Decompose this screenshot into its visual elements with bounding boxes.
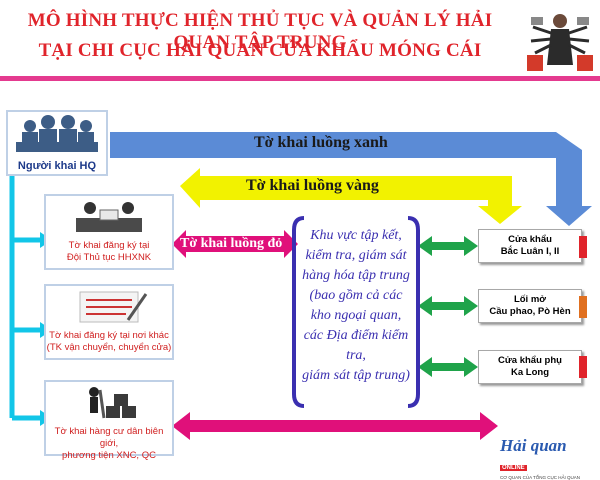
destination-bac-luan: Cửa khẩu Bắc Luân I, II [478, 229, 582, 263]
destination-double-arrows [418, 236, 478, 377]
center-line-5: kho ngoại quan, [310, 308, 402, 323]
source-box-border-residents: Tờ khai hàng cư dân biên giới, phương ti… [44, 380, 174, 461]
gate-icon-1 [579, 236, 587, 258]
gate-icon-3 [579, 356, 587, 378]
dest-3-line2: Ka Long [511, 367, 549, 378]
red-flow-label: Tờ khai luồng đỏ [180, 236, 283, 251]
bottom-magenta-arrow [172, 412, 498, 440]
checklist-pen-icon [79, 291, 148, 323]
source-label-3a: Tờ khai hàng cư dân biên giới, [54, 426, 164, 449]
green-flow-arrow [110, 132, 592, 226]
red-flow-arrow [172, 230, 298, 258]
dest-3-line1: Cửa khẩu phụ [498, 355, 562, 366]
dest-2-line2: Cầu phao, Pò Hèn [489, 306, 571, 317]
yellow-flow-arrow [180, 168, 522, 224]
center-line-4: (bao gồm cả các [309, 288, 403, 303]
title-line-1: MÔ HÌNH THỰC HIỆN THỦ TỤC VÀ QUẢN LÝ HẢI… [27, 10, 493, 53]
source-label-3b: phương tiện XNC, QC [62, 450, 156, 461]
hand-truck-boxes-icon [89, 387, 136, 419]
center-right-bracket [407, 216, 420, 408]
logo-main: Hải quan [500, 436, 567, 455]
source-box-other-place: Tờ khai đăng ký tại nơi khác (TK vận chu… [44, 284, 174, 360]
destination-ka-long: Cửa khẩu phụ Ka Long [478, 350, 582, 384]
source-box-procedure-team: Tờ khai đăng ký tại Đội Thủ tục HHXNK [44, 194, 174, 270]
center-line-1: Khu vực tập kết, [310, 228, 402, 243]
declarant-box: Người khai HQ [6, 110, 108, 176]
dest-1-line1: Cửa khẩu [508, 234, 552, 245]
yellow-flow-label: Tờ khai luồng vàng [246, 177, 379, 194]
haiquan-logo: Hải quan ONLINE CƠ QUAN CỦA TỔNG CỤC HẢI… [500, 436, 596, 480]
source-label-2a: Tờ khai đăng ký tại nơi khác [49, 330, 169, 341]
center-line-3: hàng hóa tập trung [302, 268, 410, 283]
gate-icon-2 [579, 296, 587, 318]
center-left-bracket [292, 216, 305, 408]
logo-tag: ONLINE [500, 465, 527, 471]
center-text: Khu vực tập kết, kiểm tra, giám sát hàng… [300, 226, 412, 386]
center-line-2: kiểm tra, giám sát [305, 248, 407, 263]
cyan-connectors [9, 176, 40, 421]
logo-sub: CƠ QUAN CỦA TỔNG CỤC HẢI QUAN [500, 475, 581, 480]
dest-2-line1: Lối mở [513, 294, 547, 305]
center-area: Khu vực tập kết, kiểm tra, giám sát hàng… [300, 226, 412, 386]
source-label-2b: (TK vận chuyển, chuyển cửa) [46, 342, 172, 353]
source-label-1b: Đội Thủ tục HHXNK [66, 252, 152, 263]
declarant-label: Người khai HQ [17, 160, 97, 172]
title-line-2: TẠI CHI CỤC HẢI QUAN CỬA KHẨU MÓNG CÁI [38, 40, 482, 61]
people-group-icon [16, 115, 98, 152]
header-divider [0, 76, 600, 81]
destination-cau-phao: Lối mở Cầu phao, Pò Hèn [478, 289, 582, 323]
dest-1-line2: Bắc Luân I, II [500, 246, 560, 257]
multitask-officer-icon [527, 14, 593, 71]
green-flow-label: Tờ khai luồng xanh [254, 134, 388, 151]
office-desk-icon [76, 202, 142, 232]
source-label-1a: Tờ khai đăng ký tại [68, 240, 150, 251]
center-line-6: các Địa điểm kiểm tra, [303, 328, 409, 363]
center-line-7: giám sát tập trung) [302, 368, 410, 383]
